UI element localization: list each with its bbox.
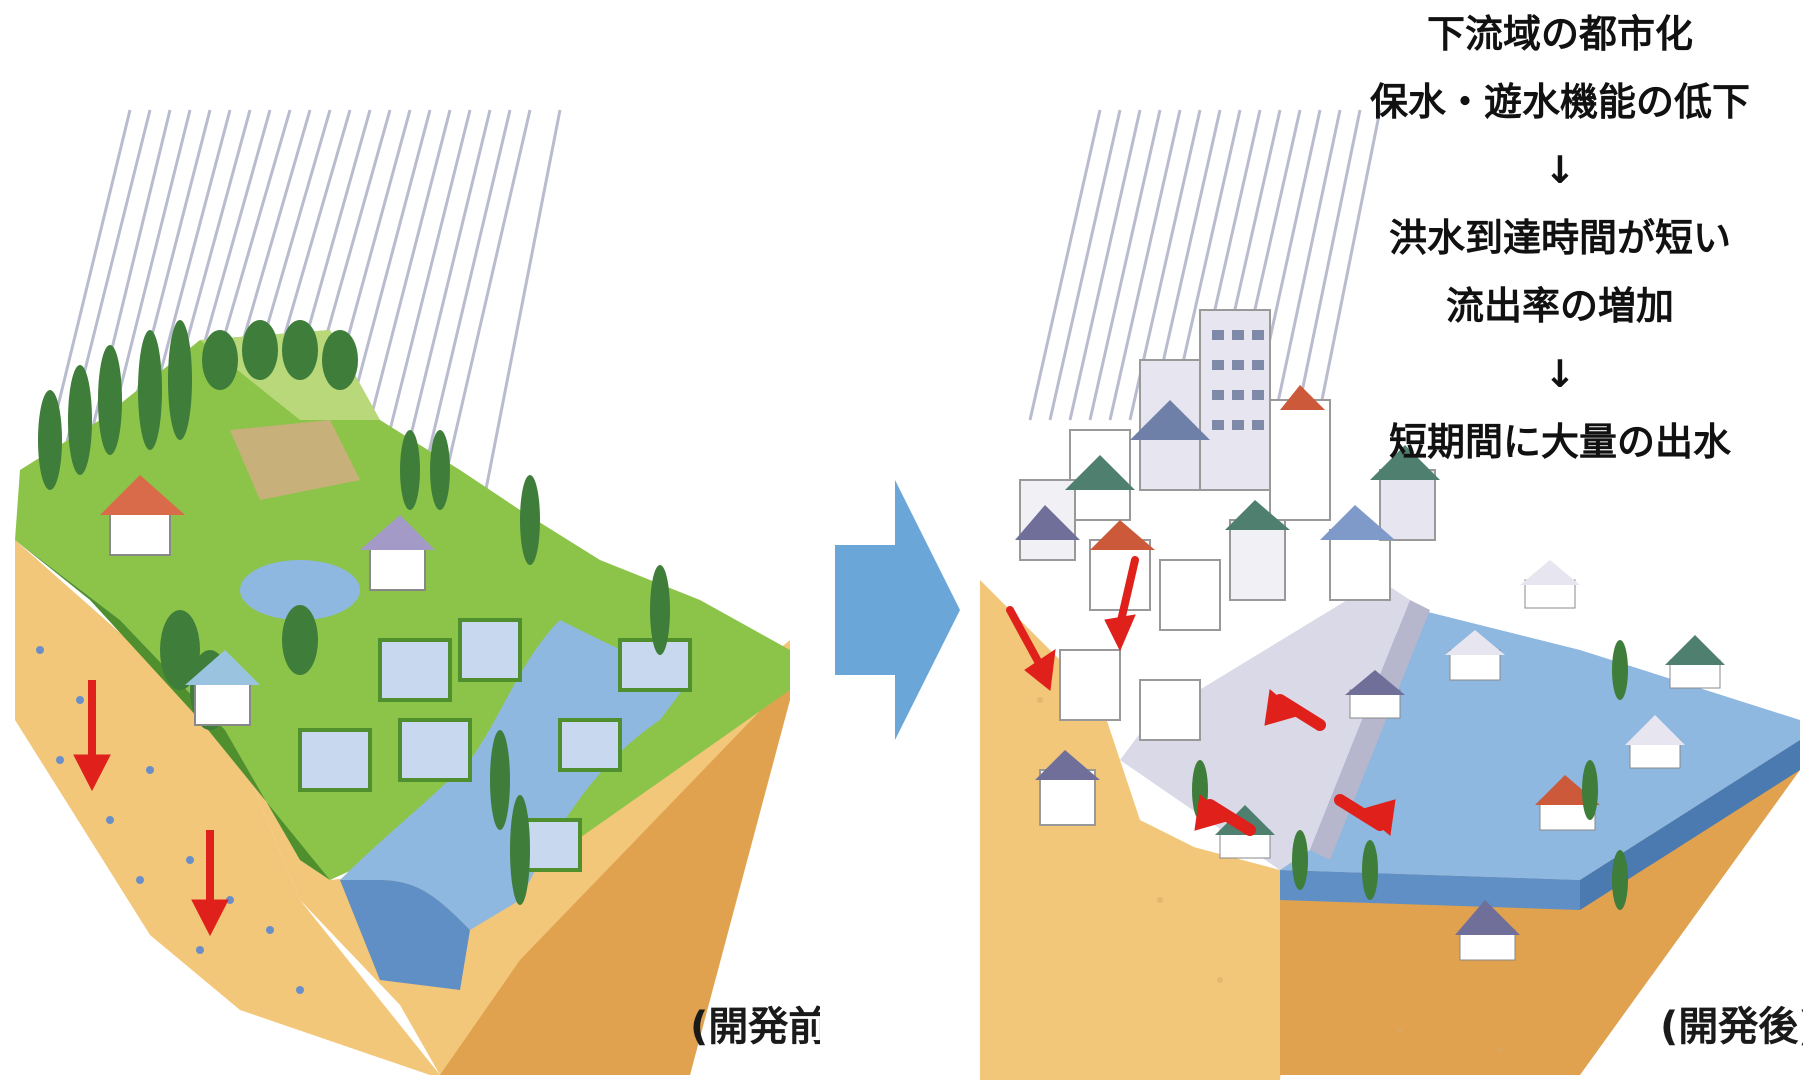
before-development-illustration: (開発前) [15, 109, 820, 1075]
river [340, 620, 690, 930]
note-runoff-increase: 流出率の増加 [1445, 284, 1674, 328]
groundwater-drops [36, 646, 304, 994]
note-large-discharge: 短期間に大量の出水 [1388, 420, 1731, 464]
red-diagonal-arrow-icon [1006, 556, 1396, 836]
red-down-arrow-icon [73, 680, 229, 937]
transition-arrow-icon [835, 480, 960, 740]
house-icon [100, 475, 435, 726]
building-icon [1015, 309, 1440, 826]
after-development-illustration: (開発後) [980, 109, 1803, 1080]
note-retention-loss: 保水・遊水機能の低下 [1369, 80, 1750, 124]
note-shorter-flood-time: 洪水到達時間が短い [1388, 216, 1731, 260]
note-arrow-2: ↓ [1544, 352, 1576, 396]
pond [240, 560, 360, 620]
tree-icon [1192, 640, 1628, 910]
note-urbanization: 下流域の都市化 [1426, 12, 1693, 56]
note-arrow-1: ↓ [1544, 148, 1576, 192]
before-label: (開発前) [690, 1004, 820, 1050]
after-label: (開発後) [1660, 1004, 1803, 1050]
explanation-notes: 下流域の都市化 保水・遊水機能の低下 ↓ 洪水到達時間が短い 流出率の増加 ↓ … [1320, 0, 1800, 476]
